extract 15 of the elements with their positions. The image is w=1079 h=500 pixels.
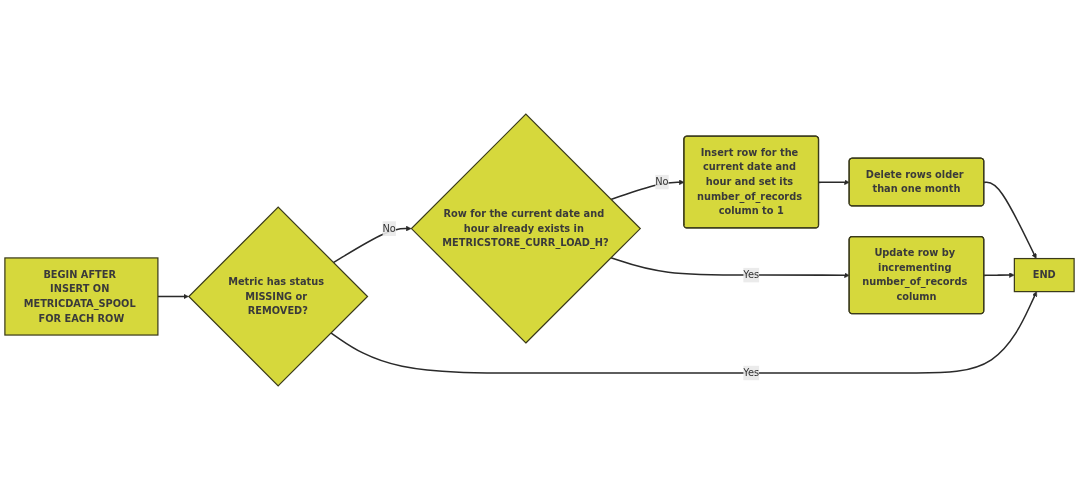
- node-diamond: Metric has status MISSING or REMOVED?: [187, 206, 369, 387]
- edge-label: Yes: [743, 366, 760, 379]
- node-box: BEGIN AFTER INSERT ON METRICDATA_SPOOL FOR EACH ROW: [4, 257, 159, 336]
- node-box: END: [1013, 257, 1075, 293]
- arrow: [983, 272, 1015, 278]
- arrow: [983, 181, 1037, 259]
- arrow: [157, 293, 189, 300]
- edge-label: Yes: [743, 268, 760, 281]
- arrow: [610, 256, 850, 278]
- edge-label: No: [655, 175, 669, 188]
- arrow: [332, 225, 412, 264]
- node-diamond: Row for the current date and hour already exists in METRICSTORE_CURR_LOAD_H?: [410, 113, 642, 344]
- edge-label: No: [382, 222, 396, 235]
- arrow: [818, 179, 850, 185]
- arrow: [330, 291, 1038, 374]
